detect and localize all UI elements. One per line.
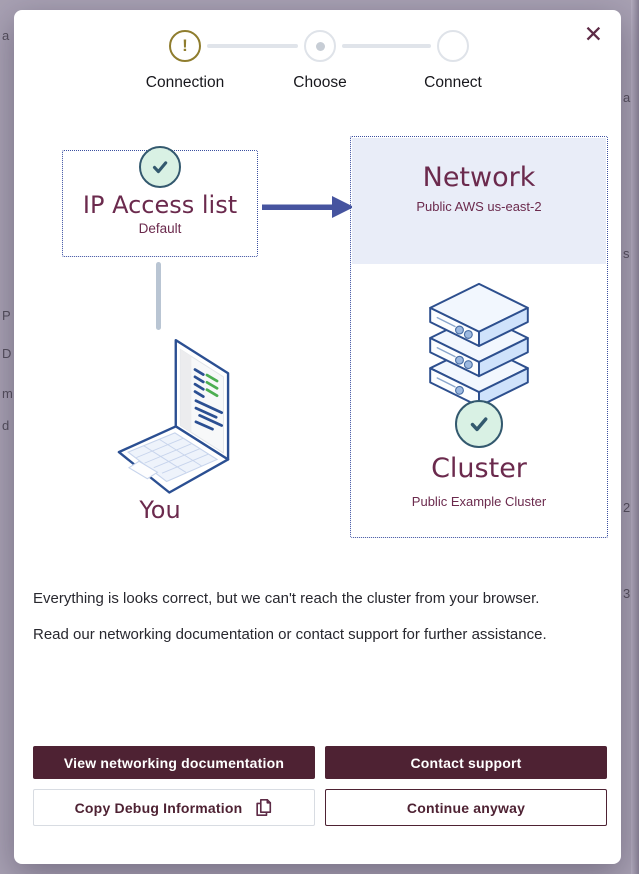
error-message-line1: Everything is looks correct, but we can'… — [33, 590, 540, 607]
network-title: Network — [422, 162, 536, 193]
background-text-fragment: P — [2, 308, 11, 323]
network-section: Network Public AWS us-east-2 — [352, 138, 606, 264]
background-text-fragment: 3 — [623, 586, 631, 601]
connection-troubleshoot-dialog: ✕ ! Connection Choose Connect IP Access … — [14, 10, 621, 864]
stepper-connector-line — [342, 44, 431, 48]
background-text-fragment: 2 — [623, 500, 631, 515]
step-label-choose: Choose — [293, 74, 347, 91]
contact-support-button[interactable]: Contact support — [325, 746, 607, 779]
copy-debug-information-button[interactable]: Copy Debug Information — [33, 789, 315, 826]
copy-icon — [256, 798, 272, 817]
arrow-right-icon — [262, 196, 354, 218]
network-subtitle: Public AWS us-east-2 — [416, 199, 542, 214]
cluster-subtitle: Public Example Cluster — [411, 494, 547, 509]
cluster-title: Cluster — [431, 453, 527, 484]
continue-anyway-button[interactable]: Continue anyway — [325, 789, 607, 826]
server-stack-illustration — [403, 275, 555, 417]
active-step-dot-icon — [315, 41, 325, 51]
check-icon — [455, 400, 503, 448]
step-choose-indicator — [304, 30, 336, 62]
checkmark-glyph — [470, 417, 488, 432]
background-text-fragment: a — [623, 90, 631, 105]
step-label-connection: Connection — [145, 74, 225, 91]
copy-debug-information-label: Copy Debug Information — [74, 799, 243, 816]
laptop-illustration — [84, 336, 240, 504]
step-connect-indicator — [437, 30, 469, 62]
ip-access-list-title: IP Access list — [82, 191, 238, 219]
checkmark-glyph — [152, 161, 168, 174]
background-text-fragment: m — [2, 386, 13, 401]
dialog-actions: View networking documentation Contact su… — [33, 746, 607, 826]
ip-access-list-subtitle: Default — [138, 221, 182, 236]
check-icon — [139, 146, 181, 188]
background-text-fragment: a — [2, 28, 10, 43]
you-label: You — [139, 496, 181, 524]
step-connection-warning-icon: ! — [169, 30, 201, 62]
server-stack-icon — [429, 282, 529, 408]
background-text-fragment: d — [2, 418, 10, 433]
stepper-connector-line — [207, 44, 298, 48]
warning-exclamation: ! — [182, 36, 188, 55]
page-scrollbar[interactable] — [631, 0, 639, 874]
laptop-icon — [117, 338, 230, 494]
error-message-line2: Read our networking documentation or con… — [33, 626, 547, 643]
close-icon[interactable]: ✕ — [583, 21, 603, 47]
network-cluster-box: Network Public AWS us-east-2 — [350, 136, 608, 538]
background-text-fragment: s — [623, 246, 630, 261]
view-networking-documentation-button[interactable]: View networking documentation — [33, 746, 315, 779]
background-text-fragment: D — [2, 346, 12, 361]
step-label-connect: Connect — [424, 74, 482, 91]
connector-line-vertical — [156, 262, 161, 330]
